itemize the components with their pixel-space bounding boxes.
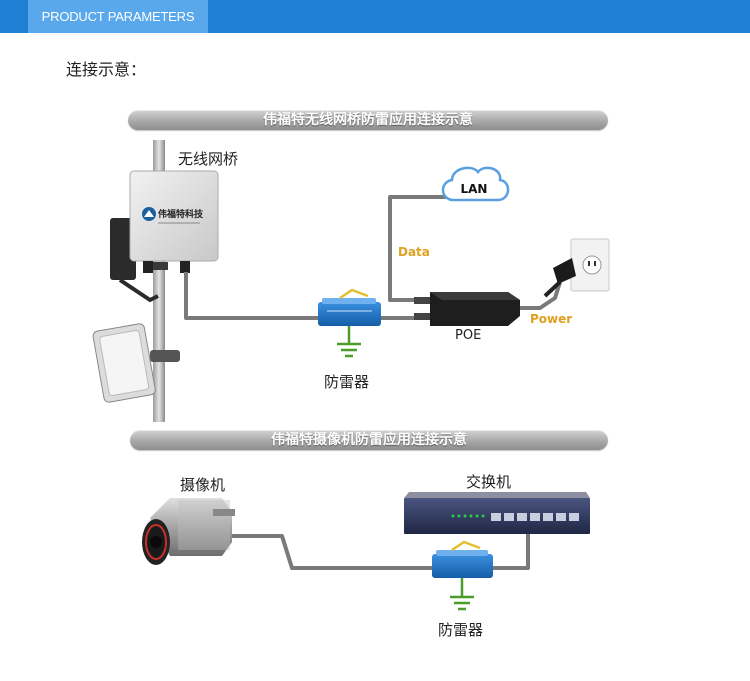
data-label: Data xyxy=(398,245,430,259)
intro-text: 连接示意： xyxy=(66,60,147,79)
cable-bridge-arrester xyxy=(184,272,318,320)
power-label: Power xyxy=(530,312,573,326)
cable-camera-arrester xyxy=(232,534,432,570)
poe-injector-icon xyxy=(414,292,520,326)
section1-title: 伟福特无线网桥防雷应用连接示意 xyxy=(128,110,608,130)
arrester-label-2: 防雷器 xyxy=(438,621,484,639)
tab-product-parameters[interactable]: PRODUCT PARAMETERS xyxy=(28,0,208,33)
ground-symbol-icon xyxy=(337,326,361,358)
arrester-label-1: 防雷器 xyxy=(324,373,370,391)
panel-antenna-icon xyxy=(92,323,156,403)
cable-arrester-switch xyxy=(493,528,530,570)
section2-title: 伟福特摄像机防雷应用连接示意 xyxy=(130,430,608,450)
cables-section1 xyxy=(184,195,562,320)
cables-section2 xyxy=(232,528,530,570)
ground-symbol-icon xyxy=(450,578,474,611)
cable-power xyxy=(508,281,562,310)
lan-cloud-icon: LAN xyxy=(441,166,510,202)
bridge-brand-text: 伟福特科技 xyxy=(158,208,204,220)
camera-label: 摄像机 xyxy=(180,476,226,494)
mount-bracket xyxy=(110,218,180,362)
cable-lan-poe xyxy=(388,195,447,302)
cctv-camera-icon xyxy=(142,498,235,565)
wall-outlet-icon xyxy=(543,238,610,298)
header-bar: PRODUCT PARAMETERS xyxy=(0,0,750,33)
wireless-bridge-icon: 伟福特科技 xyxy=(129,170,219,273)
network-switch-icon xyxy=(404,492,590,534)
lan-label: LAN xyxy=(461,182,488,196)
bridge-label: 无线网桥 xyxy=(178,150,239,168)
surge-arrester-icon xyxy=(432,540,493,578)
poe-label: POE xyxy=(455,328,482,343)
surge-arrester-icon xyxy=(318,288,381,326)
switch-label: 交换机 xyxy=(466,473,512,491)
